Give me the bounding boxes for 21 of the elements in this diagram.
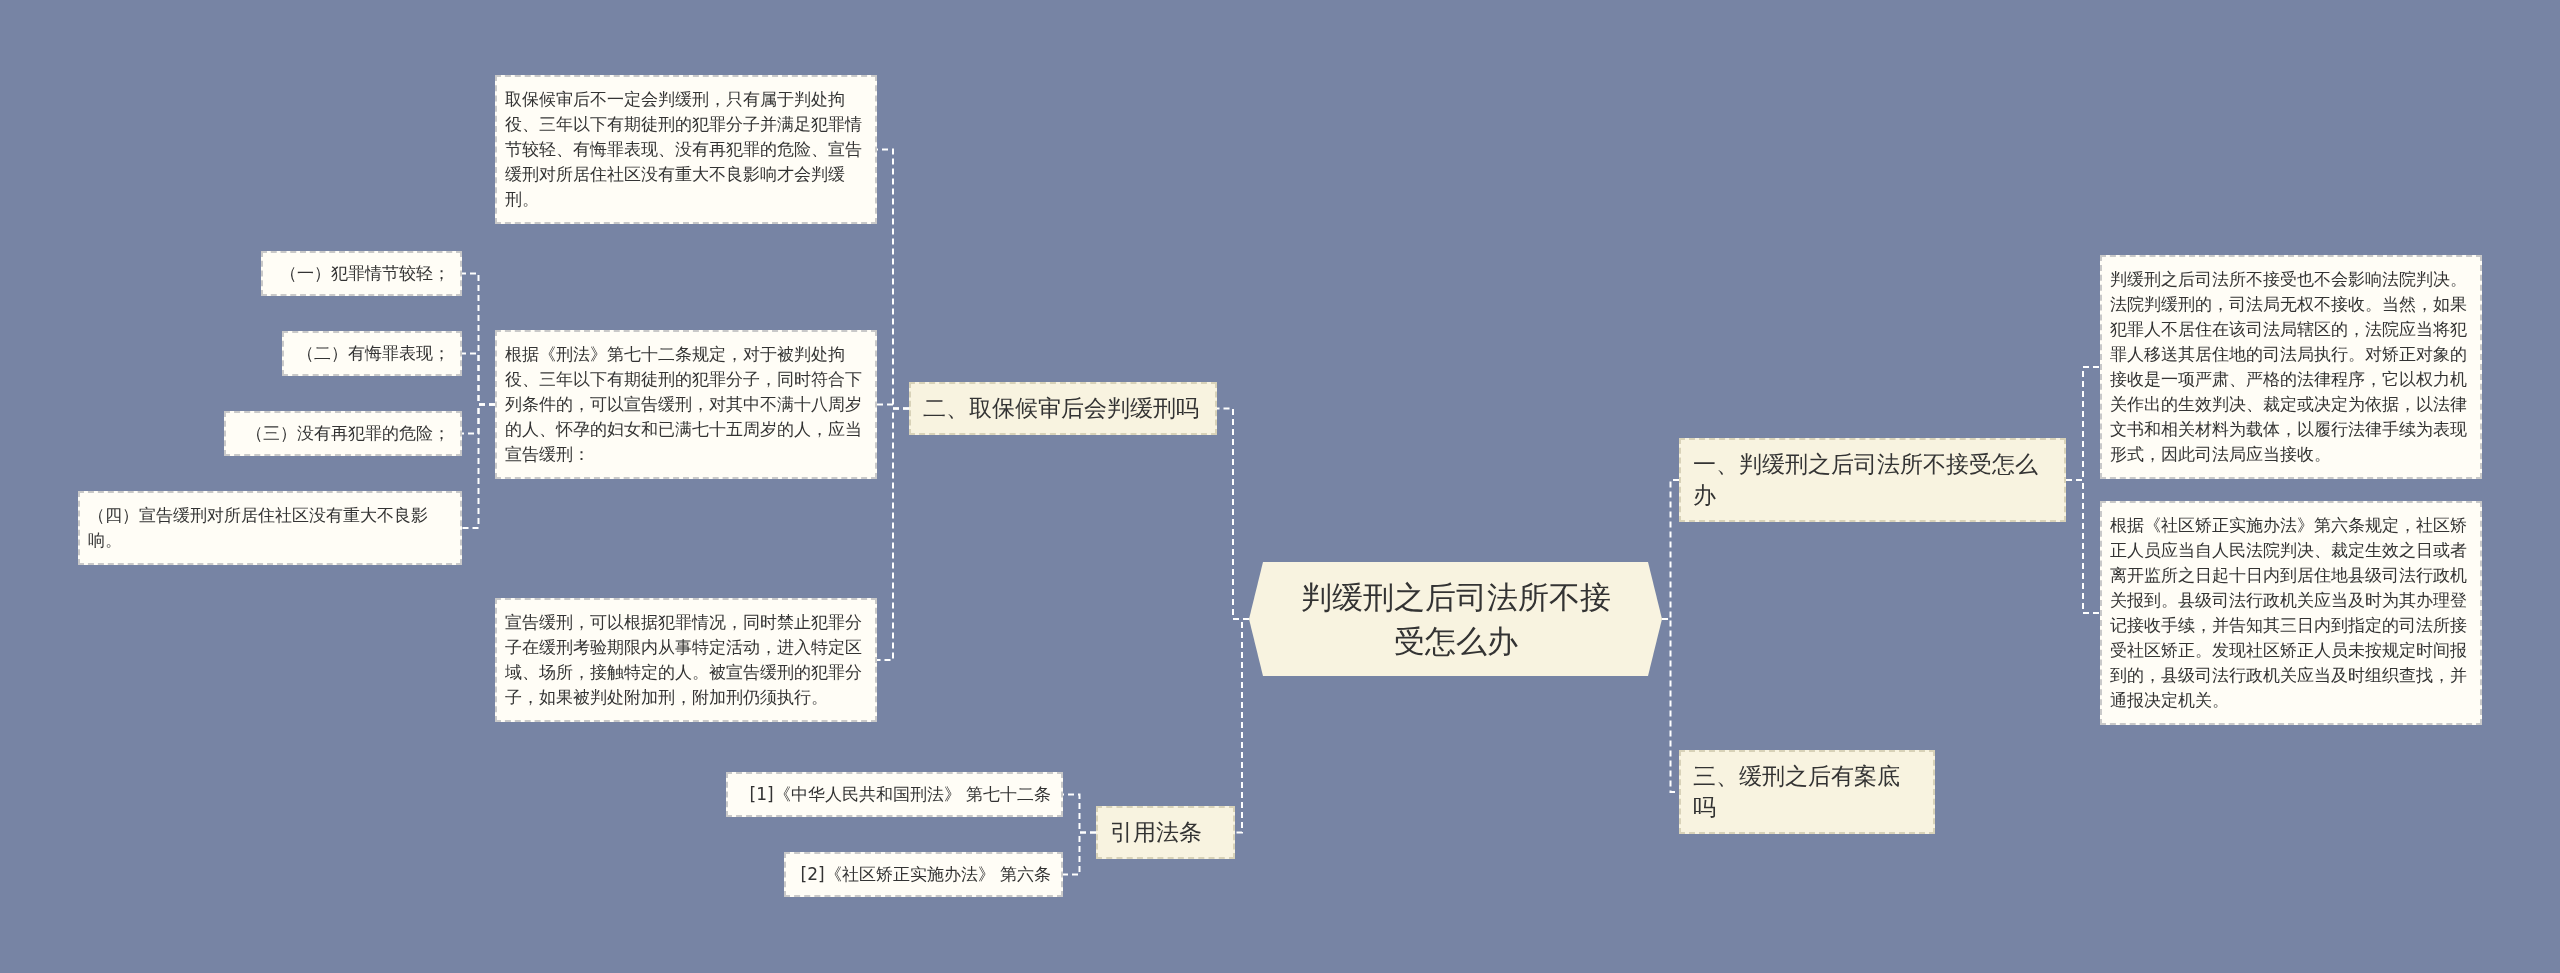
text-box: [2]《社区矫正实施办法》 第六条 xyxy=(784,852,1063,897)
topic-box: 三、缓刑之后有案底吗 xyxy=(1679,750,1935,834)
text-box: （一）犯罪情节较轻； xyxy=(261,251,462,296)
text-box: （四）宣告缓刑对所居住社区没有重大不良影响。 xyxy=(78,491,462,565)
connector-line xyxy=(876,407,910,661)
topic-box: 引用法条 xyxy=(1096,806,1235,859)
connector-line xyxy=(1234,618,1250,834)
text-box: 根据《社区矫正实施办法》第六条规定，社区矫正人员应当自人民法院判决、裁定生效之日或者离开监所之日起十日内到居住地县级司法行政机关报到。县级司法行政机关应当及时为其办理登记接收手续，并告知其三日内到指定的司法所接受社区矫正。发现社区矫正人员未按规定时间报到的，县级司法行政机关应当及时组织查找，并通报决定机关。 xyxy=(2100,501,2482,725)
connector-line xyxy=(1062,831,1097,876)
central-topic-hexagon: 判缓刑之后司法所不接受怎么办 xyxy=(1249,562,1662,676)
topic-box: 一、判缓刑之后司法所不接受怎么办 xyxy=(1679,438,2066,522)
connector-line xyxy=(2065,479,2101,614)
text-box: （二）有悔罪表现； xyxy=(282,331,462,376)
topic-box: 二、取保候审后会判缓刑吗 xyxy=(909,382,1217,435)
text-box: （三）没有再犯罪的危险； xyxy=(224,411,462,456)
text-box: 宣告缓刑，可以根据犯罪情况，同时禁止犯罪分子在缓刑考验期限内从事特定活动，进入特定区域、场所，接触特定的人。被宣告缓刑的犯罪分子，如果被判处附加刑，附加刑仍须执行。 xyxy=(495,598,877,722)
text-box: 取保候审后不一定会判缓刑，只有属于判处拘役、三年以下有期徒刑的犯罪分子并满足犯罪情节较轻、有悔罪表现、没有再犯罪的危险、宣告缓刑对所居住社区没有重大不良影响才会判缓刑。 xyxy=(495,75,877,224)
text-box: [1]《中华人民共和国刑法》 第七十二条 xyxy=(726,772,1063,817)
connector-line xyxy=(461,403,496,529)
text-box: 判缓刑之后司法所不接受也不会影响法院判决。法院判缓刑的，司法局无权不接收。当然，如果犯罪人不居住在该司法局辖区的，法院应当将犯罪人移送其居住地的司法局执行。对矫正对象的接收是一项严肃、严格的法律程序，它以权力机关作出的生效判决、裁定或决定为依据，以法律文书和相关材料为载体，以履行法律手续为表现形式，因此司法局应当接收。 xyxy=(2100,255,2482,479)
text-box: 根据《刑法》第七十二条规定，对于被判处拘役、三年以下有期徒刑的犯罪分子，同时符合下列条件的，可以宣告缓刑，对其中不满十八周岁的人、怀孕的妇女和已满七十五周岁的人，应当宣告缓刑： xyxy=(495,330,877,479)
